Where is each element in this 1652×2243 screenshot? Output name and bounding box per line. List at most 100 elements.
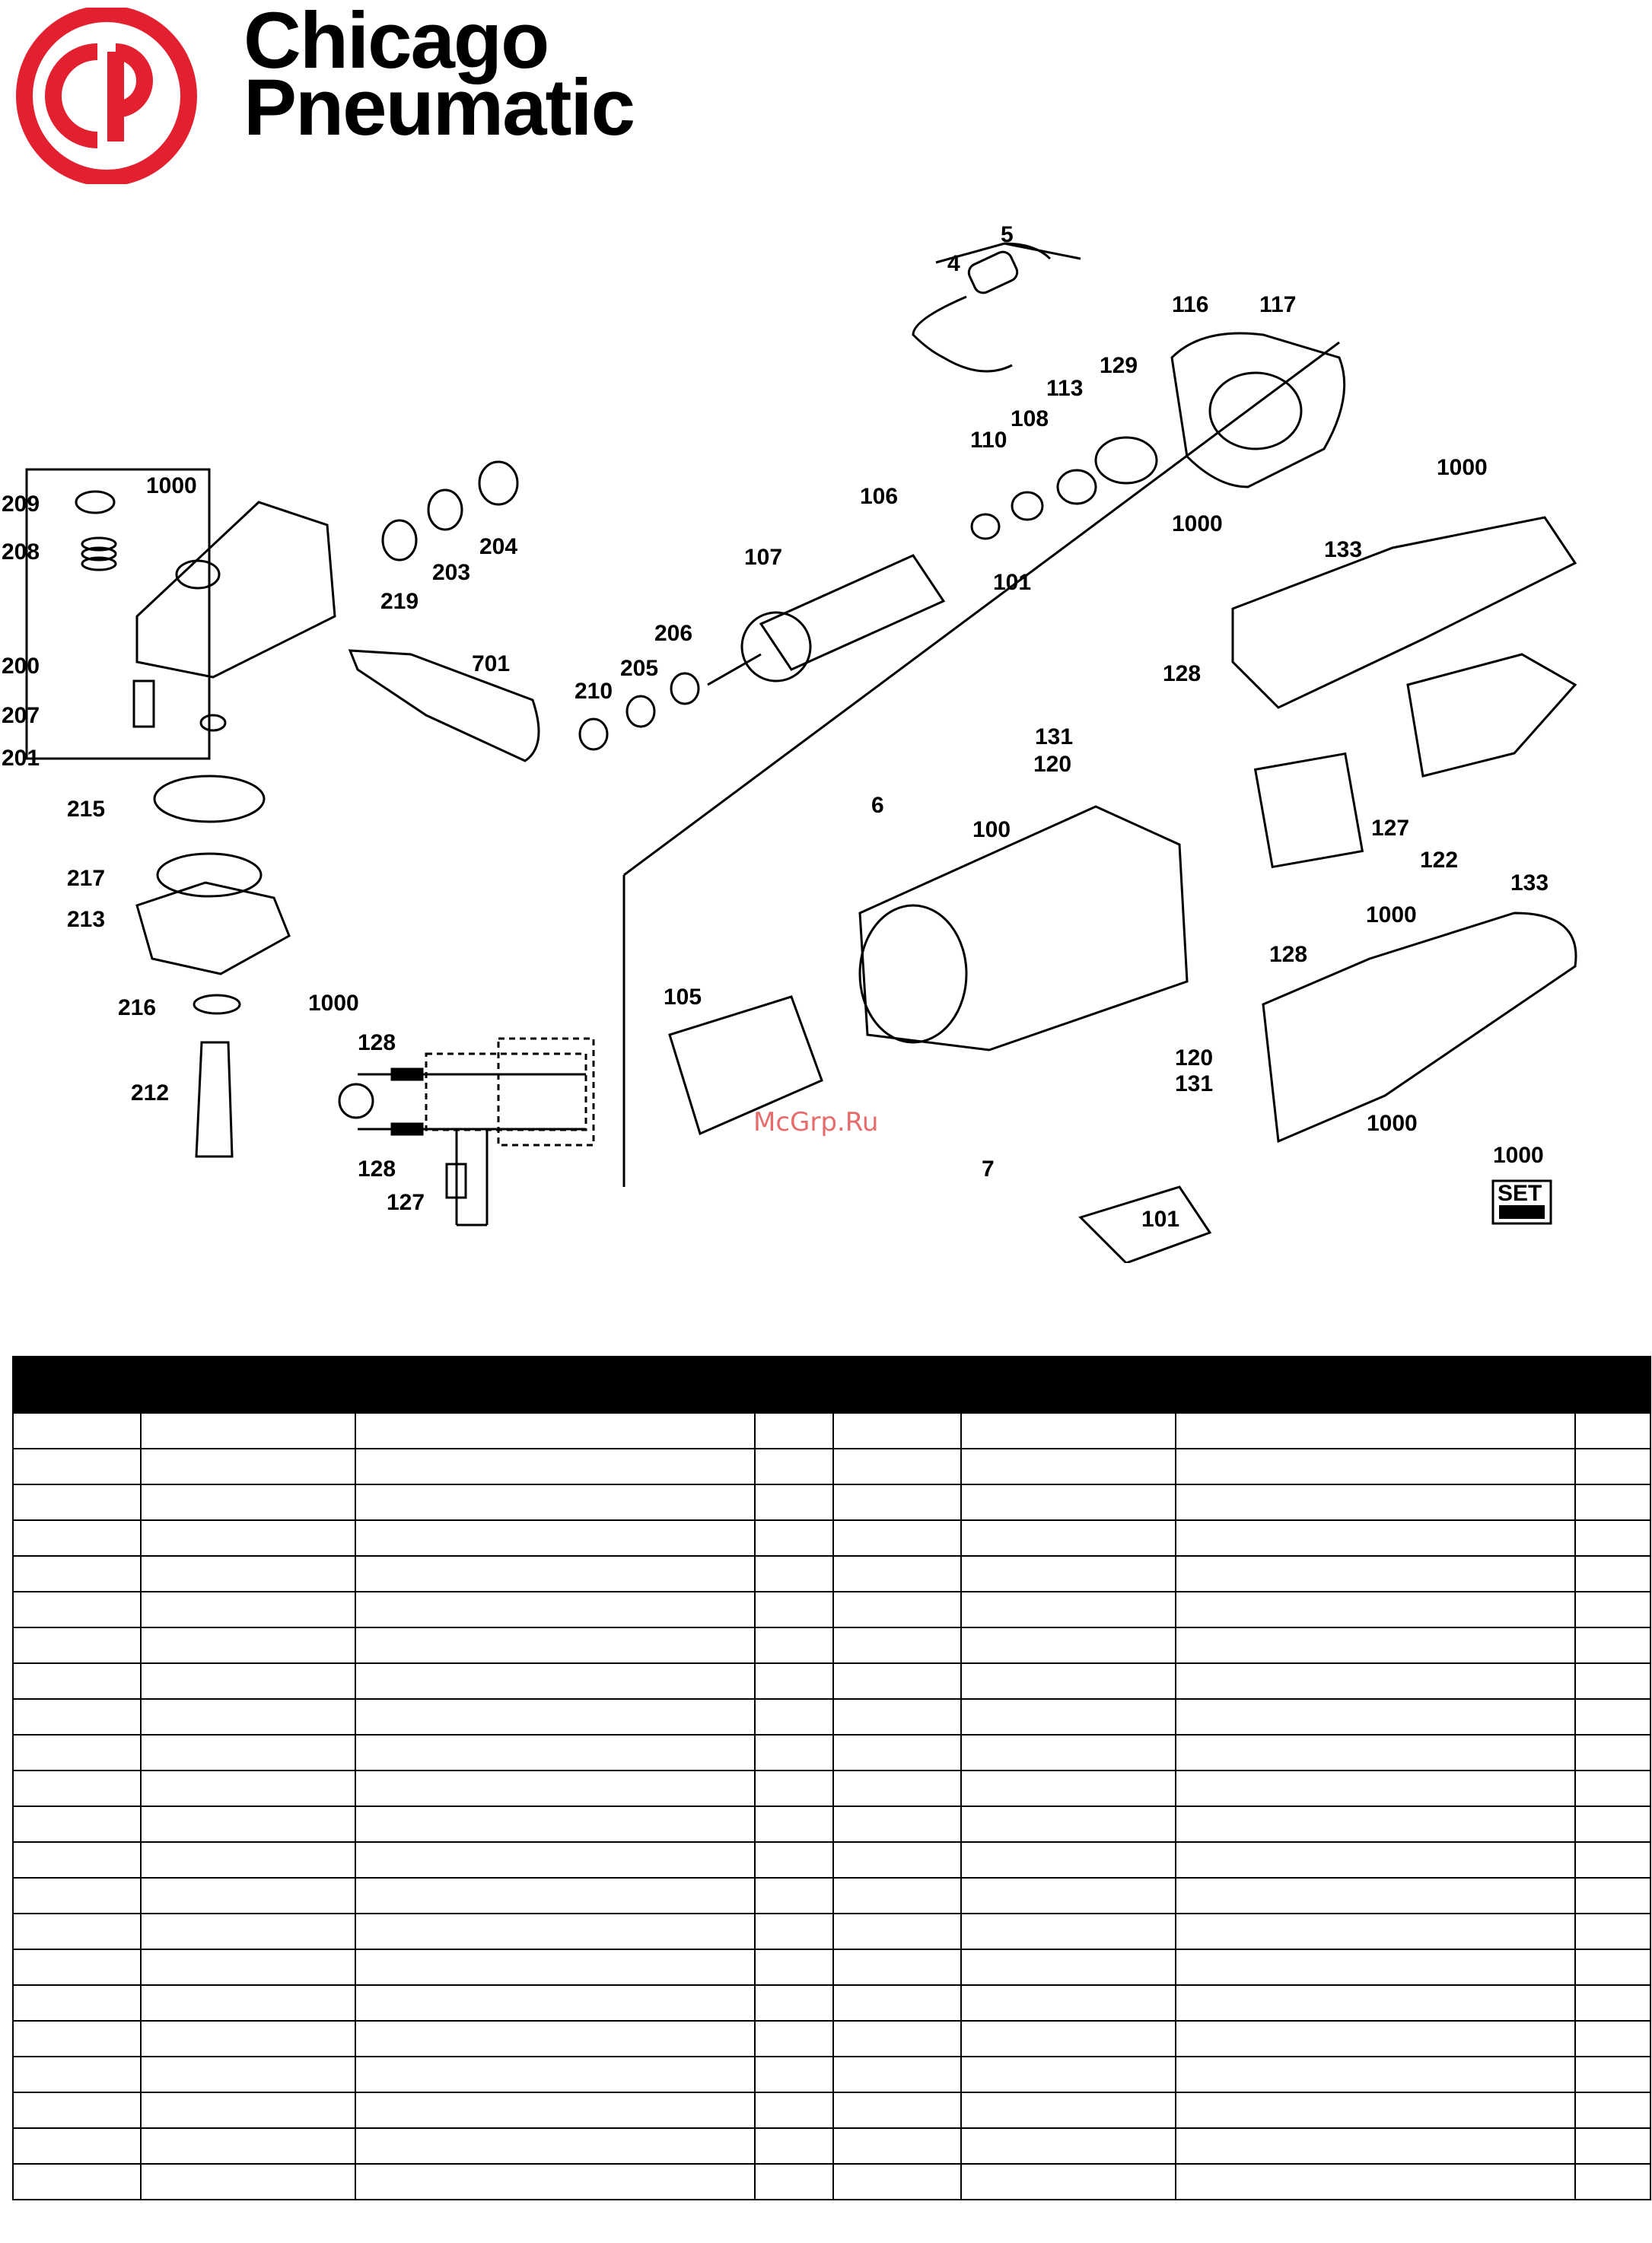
table-cell <box>960 1662 1176 1700</box>
table-cell <box>960 1698 1176 1736</box>
brand-line-1: Chicago <box>244 0 549 85</box>
table-cell <box>140 1949 356 1986</box>
table-cell <box>754 1448 834 1485</box>
table-cell <box>355 1412 756 1449</box>
part-label: 204 <box>479 534 517 559</box>
table-cell <box>140 1662 356 1700</box>
table-cell <box>140 2092 356 2129</box>
table-cell <box>1574 1806 1651 1843</box>
table-cell <box>832 1949 962 1986</box>
part-label: 209 <box>2 492 40 517</box>
table-cell <box>1175 2127 1576 2165</box>
brand-name: Chicago Pneumatic <box>244 0 635 148</box>
table-cell <box>140 1591 356 1628</box>
table-header-cell <box>754 1356 834 1414</box>
table-cell <box>140 1913 356 1950</box>
part-label: 205 <box>620 656 658 681</box>
table-cell <box>1175 1412 1576 1449</box>
table-cell <box>832 2127 962 2165</box>
table-cell <box>1574 1448 1651 1485</box>
table-cell <box>1175 1627 1576 1664</box>
part-label: 101 <box>993 570 1031 595</box>
part-label: 131 <box>1035 724 1073 749</box>
part-labels: 5 4 116 117 129 113 108 110 106 1000 100… <box>2 222 1549 1232</box>
table-cell <box>12 1770 142 1807</box>
table-cell <box>754 1627 834 1664</box>
part-label: 128 <box>1269 942 1307 967</box>
table-cell <box>754 1591 834 1628</box>
part-label: 208 <box>2 539 40 565</box>
table-cell <box>140 1984 356 2022</box>
table-row <box>12 1519 1651 1557</box>
table-cell <box>960 1627 1176 1664</box>
stator <box>668 995 823 1136</box>
table-cell <box>1574 2056 1651 2093</box>
table-cell <box>1175 1806 1576 1843</box>
table-cell <box>832 1519 962 1557</box>
table-cell <box>1175 1519 1576 1557</box>
table-cell <box>355 1770 756 1807</box>
rear-handle <box>1231 516 1577 709</box>
table-row <box>12 1949 1651 1986</box>
table-cell <box>1175 1841 1576 1879</box>
spindle <box>195 1041 234 1158</box>
part-label: 133 <box>1510 870 1549 896</box>
table-cell <box>754 2163 834 2200</box>
table-cell <box>1175 1913 1576 1950</box>
table-cell <box>1175 1662 1576 1700</box>
part-label: 216 <box>118 995 156 1020</box>
table-cell <box>754 1519 834 1557</box>
table-cell <box>140 2020 356 2057</box>
table-cell <box>960 1806 1176 1843</box>
table-cell <box>1175 1555 1576 1592</box>
table-cell <box>12 1627 142 1664</box>
table-cell <box>355 1448 756 1485</box>
part-label: 213 <box>67 907 105 932</box>
part-label: 1000 <box>1366 902 1417 927</box>
table-cell <box>12 1555 142 1592</box>
power-cord <box>935 242 1081 264</box>
table-row <box>12 1412 1651 1449</box>
table-cell <box>754 1734 834 1771</box>
table-row <box>12 1984 1651 2022</box>
table-cell <box>12 1877 142 1914</box>
table-cell <box>355 1591 756 1628</box>
table-cell <box>12 1806 142 1843</box>
table-cell <box>355 1519 756 1557</box>
part-label: 122 <box>1420 848 1458 873</box>
table-cell <box>140 1734 356 1771</box>
table-cell <box>754 1698 834 1736</box>
table-cell <box>754 2092 834 2129</box>
table-row <box>12 1877 1651 1914</box>
table-cell <box>355 1841 756 1879</box>
table-cell <box>1574 1484 1651 1521</box>
table-cell <box>1574 2020 1651 2057</box>
table-cell <box>1574 1913 1651 1950</box>
part-label: 129 <box>1100 353 1138 378</box>
table-row <box>12 2020 1651 2057</box>
table-cell <box>960 2092 1176 2129</box>
table-cell <box>1574 1770 1651 1807</box>
table-cell <box>140 2056 356 2093</box>
table-cell <box>355 1662 756 1700</box>
table-header-cell <box>960 1356 1176 1414</box>
table-cell <box>12 2127 142 2165</box>
part-label: 108 <box>1011 406 1049 431</box>
table-cell <box>960 1555 1176 1592</box>
table-cell <box>140 1841 356 1879</box>
part-label: 4 <box>947 251 960 276</box>
table-cell <box>754 1913 834 1950</box>
table-row <box>12 1662 1651 1700</box>
part-label: 203 <box>432 560 470 585</box>
table-cell <box>140 1698 356 1736</box>
part-label: 105 <box>664 985 702 1010</box>
switch <box>1406 653 1577 778</box>
table-cell <box>960 1841 1176 1879</box>
table-row <box>12 1448 1651 1485</box>
table-cell <box>12 1841 142 1879</box>
table-cell <box>12 1591 142 1628</box>
part-label: 207 <box>2 703 40 728</box>
table-cell <box>832 2092 962 2129</box>
table-row <box>12 1555 1651 1592</box>
table-cell <box>355 2056 756 2093</box>
